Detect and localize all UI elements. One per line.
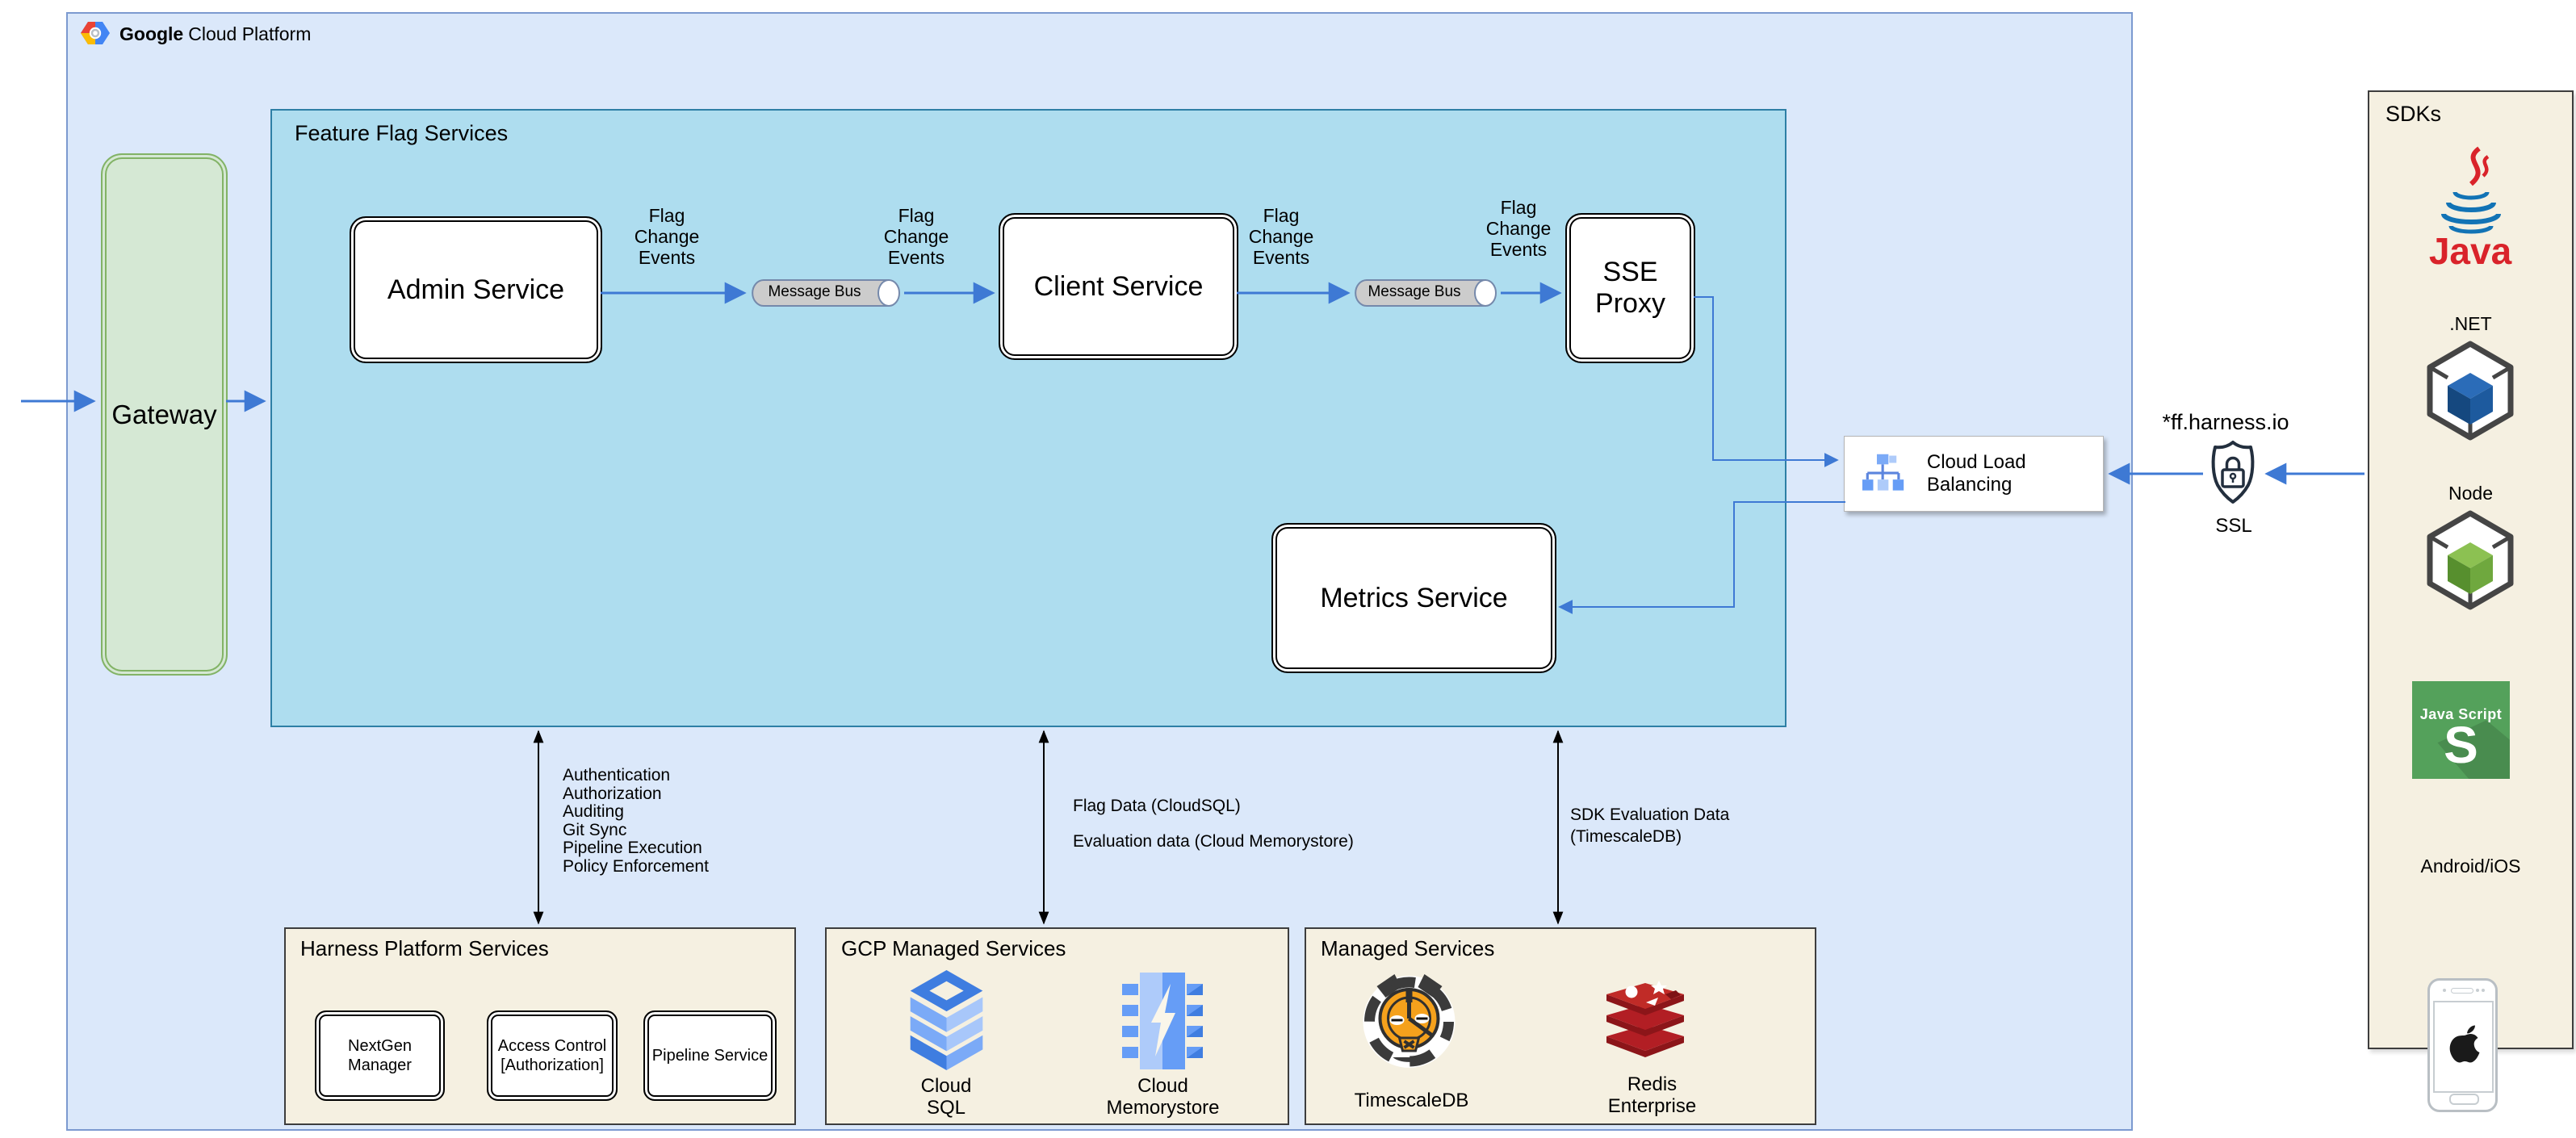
message-bus-1-label: Message Bus [768, 283, 861, 300]
capability-authorization: Authorization [563, 784, 662, 803]
phone-sensor-dot2 [2482, 989, 2485, 992]
admin-service-label: Admin Service [387, 274, 565, 305]
node-cube-icon [2427, 510, 2514, 610]
javascript-logo: Java Script S [2412, 681, 2510, 779]
message-bus-2-label: Message Bus [1368, 283, 1461, 300]
capability-auditing: Auditing [563, 802, 624, 822]
platform-title-bold: Google [119, 23, 184, 44]
capability-policy-enforcement: Policy Enforcement [563, 856, 709, 876]
capability-authentication: Authentication [563, 766, 671, 784]
sse-proxy-node: SSE Proxy [1565, 213, 1695, 363]
cloud-sql-icon [910, 969, 983, 1071]
managed-services-title: Managed Services [1321, 936, 1495, 960]
access-control-node: Access Control [Authorization] [487, 1010, 618, 1101]
evaluation-data-label: Evaluation data (Cloud Memorystore) [1073, 832, 1354, 851]
sdk-evaluation-label: SDK Evaluation Data (TimescaleDB) [1570, 805, 1730, 846]
gcp-managed-title: GCP Managed Services [841, 936, 1066, 960]
cloud-memorystore-icon [1122, 973, 1203, 1069]
timescaledb-label: TimescaleDB [1354, 1090, 1469, 1111]
message-bus-1: Message Bus [751, 278, 903, 308]
android-ios-label: Android/iOS [2420, 856, 2521, 877]
sdks-title: SDKs [2385, 102, 2442, 126]
platform-title-rest: Cloud Platform [188, 23, 312, 44]
capability-pipeline-execution: Pipeline Execution [563, 839, 702, 858]
phone-speaker [2451, 988, 2473, 994]
ff-domain-label: *ff.harness.io [2162, 410, 2289, 434]
node-label: Node [2448, 483, 2493, 504]
pipeline-service-node: Pipeline Service [643, 1010, 777, 1101]
phone-sensor-dot [2476, 989, 2479, 992]
google-cloud-logo [81, 22, 110, 44]
load-balancer-icon [1862, 454, 1904, 491]
harness-platform-title: Harness Platform Services [300, 936, 549, 960]
gateway-label: Gateway [111, 399, 217, 429]
gcp-managed-box [825, 927, 1289, 1125]
message-bus-cylinder-icon [752, 279, 900, 307]
ssl-label: SSL [2215, 515, 2252, 537]
redis-enterprise-label: Redis Enterprise [1607, 1073, 1697, 1117]
harness-capabilities-list: Authentication Authorization Auditing Gi… [563, 766, 709, 877]
sse-proxy-label: SSE Proxy [1595, 257, 1665, 319]
phone-home-button [2449, 1094, 2479, 1105]
flag-data-label: Flag Data (CloudSQL) [1073, 797, 1241, 815]
phone-camera-dot [2443, 989, 2446, 992]
timescaledb-logo [1363, 974, 1456, 1068]
redis-logo [1606, 981, 1684, 1057]
capability-git-sync: Git Sync [563, 820, 627, 839]
admin-service-node: Admin Service [350, 216, 602, 363]
javascript-logo-s: S [2444, 715, 2478, 774]
flag-change-label-3: Flag Change Events [1248, 205, 1314, 268]
client-service-node: Client Service [999, 213, 1238, 360]
phone-screen [2433, 1001, 2494, 1093]
java-label: Java [2429, 230, 2512, 270]
cloud-load-balancing-card: Cloud Load Balancing [1844, 436, 2104, 512]
pipeline-service-label: Pipeline Service [651, 1047, 769, 1065]
flag-change-label-2: Flag Change Events [883, 205, 949, 268]
dotnet-label: .NET [2449, 313, 2492, 334]
cloud-sql-label: Cloud SQL [920, 1075, 972, 1119]
message-bus-cylinder-icon [1355, 279, 1497, 307]
nextgen-manager-node: NextGen Manager [315, 1010, 445, 1101]
access-control-label: Access Control [Authorization] [497, 1037, 607, 1074]
gateway-node: Gateway [101, 153, 228, 676]
dotnet-cube-icon [2427, 341, 2514, 441]
apple-icon [2449, 1025, 2482, 1063]
flag-change-label-1: Flag Change Events [634, 205, 700, 268]
message-bus-2: Message Bus [1354, 278, 1499, 308]
cloud-memorystore-label: Cloud Memorystore [1106, 1075, 1220, 1119]
cloud-load-balancing-label: Cloud Load Balancing [1926, 451, 2026, 496]
nextgen-manager-label: NextGen Manager [348, 1037, 412, 1074]
phone-icon [2427, 978, 2498, 1112]
ssl-shield-icon [2211, 441, 2255, 504]
java-logo: Java [2429, 146, 2512, 270]
metrics-service-label: Metrics Service [1320, 582, 1508, 613]
feature-flag-services-box [270, 109, 1786, 727]
javascript-logo-text: Java Script [2419, 706, 2503, 723]
feature-flag-services-title: Feature Flag Services [295, 121, 509, 145]
client-service-label: Client Service [1033, 270, 1204, 302]
metrics-service-node: Metrics Service [1271, 523, 1556, 673]
flag-change-label-4: Flag Change Events [1485, 197, 1552, 260]
